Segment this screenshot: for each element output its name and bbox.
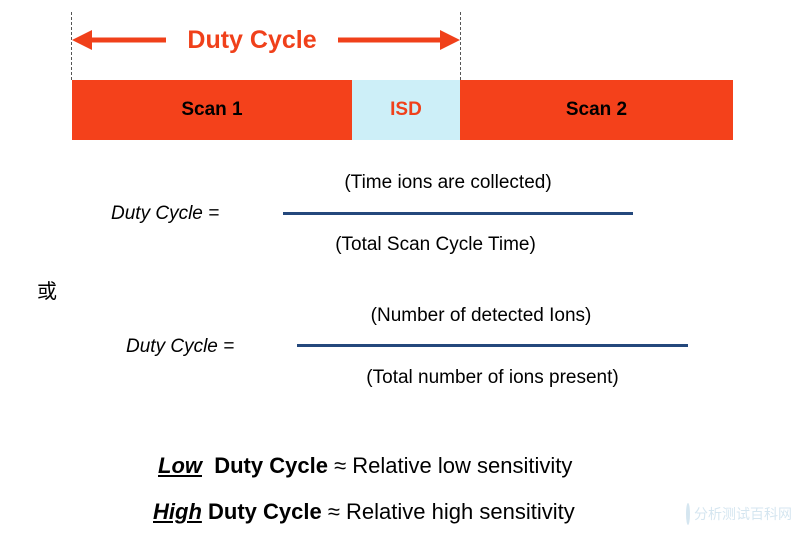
- or-text: 或: [37, 279, 57, 303]
- formula-1-denominator: (Total Scan Cycle Time): [335, 234, 536, 255]
- summary-low-line: Low Duty Cycle ≈ Relative low sensitivit…: [158, 453, 572, 479]
- watermark: 分析测试百科网: [686, 500, 792, 528]
- summary-high-rest: ≈ Relative high sensitivity: [327, 499, 575, 524]
- formula-1-fraction-bar: [283, 212, 633, 215]
- summary-high-line: High Duty Cycle ≈ Relative high sensitiv…: [153, 499, 575, 525]
- left-boundary-line: [71, 12, 72, 80]
- formula-2-numerator: (Number of detected Ions): [370, 305, 592, 326]
- summary-low-bold: Duty Cycle: [214, 453, 328, 478]
- duty-cycle-title: Duty Cycle: [166, 22, 338, 58]
- watermark-logo-icon: [686, 503, 690, 525]
- summary-high-em: High: [153, 499, 202, 524]
- scan-1-segment: Scan 1: [72, 80, 352, 140]
- formula-2-denominator: (Total number of ions present): [366, 367, 619, 388]
- formula-2-fraction-bar: [297, 344, 688, 347]
- formula-2-label: Duty Cycle =: [126, 336, 235, 357]
- scan-2-label: Scan 2: [565, 99, 628, 120]
- right-boundary-line: [460, 12, 461, 80]
- formula-1-label: Duty Cycle =: [111, 203, 220, 224]
- scan-1-label: Scan 1: [181, 99, 243, 120]
- summary-low-em: Low: [158, 453, 202, 478]
- watermark-text: 分析测试百科网: [694, 507, 792, 523]
- summary-high-bold: Duty Cycle: [208, 499, 322, 524]
- isd-segment: ISD: [352, 80, 460, 140]
- scan-2-segment: Scan 2: [460, 80, 733, 140]
- isd-label: ISD: [390, 99, 422, 120]
- summary-low-rest: ≈ Relative low sensitivity: [334, 453, 573, 478]
- formula-1-numerator: (Time ions are collected): [344, 172, 552, 193]
